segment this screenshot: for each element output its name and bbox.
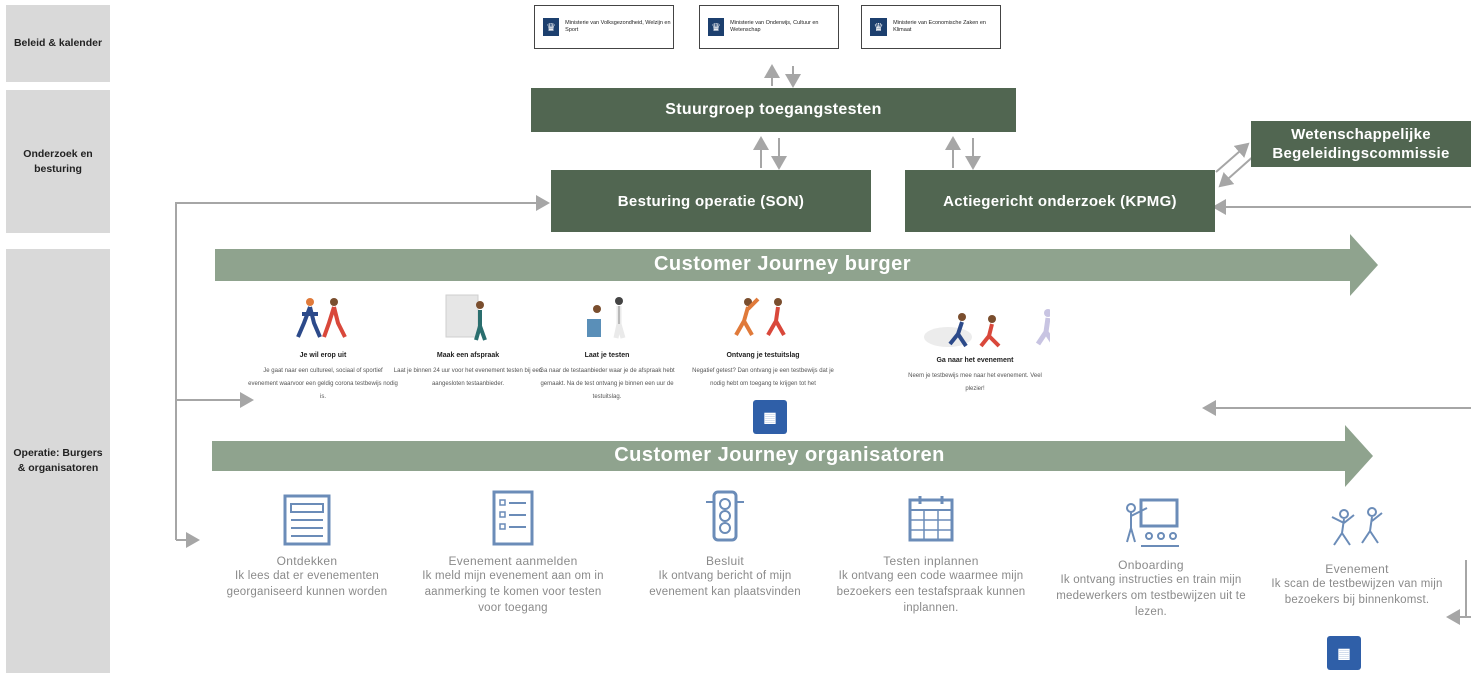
calendar-icon bbox=[836, 484, 1026, 548]
citizen-step: Ga naar het evenement Neem je testbewijs… bbox=[900, 305, 1050, 396]
org-step-title: Onboarding bbox=[1118, 558, 1184, 572]
org-step-title: Evenement bbox=[1325, 562, 1389, 576]
step-title: Je wil erop uit bbox=[299, 352, 347, 359]
step-title: Ontvang je testuitslag bbox=[726, 352, 800, 359]
citizen-step: Maak een afspraak Laat je binnen 24 uur … bbox=[393, 292, 543, 391]
son-box: Besturing operatie (SON) bbox=[551, 170, 871, 232]
org-step-desc: Ik scan de testbewijzen van mijn bezoeke… bbox=[1271, 578, 1443, 606]
ministry-name: Ministerie van Volksgezondheid, Welzijn … bbox=[565, 20, 671, 33]
ministry-vws: ♛ Ministerie van Volksgezondheid, Welzij… bbox=[534, 5, 674, 49]
ministry-name: Ministerie van Onderwijs, Cultuur en Wet… bbox=[730, 20, 819, 33]
ministry-name: Ministerie van Economische Zaken en Klim… bbox=[893, 20, 986, 33]
qr-code-icon: ▦ bbox=[1327, 636, 1361, 670]
organiser-step: Evenement aanmelden Ik meld mijn eveneme… bbox=[418, 484, 608, 616]
journey-burger-band bbox=[215, 234, 1378, 296]
step-desc: Laat je binnen 24 uur voor het evenement… bbox=[393, 368, 543, 387]
lane-operatie: Operatie: Burgers & organisatoren bbox=[6, 249, 110, 673]
journey-organisatoren-band bbox=[212, 425, 1373, 487]
org-step-title: Testen inplannen bbox=[883, 554, 979, 568]
lane-beleid: Beleid & kalender bbox=[6, 5, 110, 82]
step-desc: Ga naar de testaanbieder waar je de afsp… bbox=[539, 368, 675, 400]
checklist-icon bbox=[418, 484, 608, 548]
ministry-ocw: ♛ Ministerie van Onderwijs, Cultuur en W… bbox=[699, 5, 839, 49]
org-step-title: Besluit bbox=[705, 554, 745, 568]
org-step-desc: Ik ontvang instructies en train mijn med… bbox=[1056, 574, 1246, 618]
stuurgroep-box: Stuurgroep toegangstesten bbox=[531, 88, 1016, 132]
organiser-step: Onboarding Ik ontvang instructies en tra… bbox=[1056, 488, 1246, 620]
org-step-title: Evenement aanmelden bbox=[448, 554, 578, 568]
citizen-step: Je wil erop uit Je gaat naar een culture… bbox=[248, 292, 398, 404]
org-step-desc: Ik ontvang bericht of mijn evenement kan… bbox=[649, 570, 801, 598]
organiser-step: Ontdekken Ik lees dat er evenementen geo… bbox=[212, 484, 402, 600]
appointment-icon bbox=[393, 292, 543, 344]
training-icon bbox=[1056, 488, 1246, 552]
qr-code-icon: ▦ bbox=[753, 400, 787, 434]
step-desc: Je gaat naar een cultureel, sociaal of s… bbox=[248, 368, 398, 400]
dancing-people-icon bbox=[900, 305, 1050, 357]
step-title: Maak een afspraak bbox=[436, 352, 500, 359]
org-step-desc: Ik meld mijn evenement aan om in aanmerk… bbox=[422, 570, 604, 614]
org-step-desc: Ik ontvang een code waarmee mijn bezoeke… bbox=[836, 570, 1026, 614]
journey-organisatoren-title: Customer Journey organisatoren bbox=[614, 444, 945, 466]
step-desc: Neem je testbewijs mee naar het evenemen… bbox=[908, 373, 1042, 392]
kpmg-box: Actiegericht onderzoek (KPMG) bbox=[905, 170, 1215, 232]
celebrating-people-icon bbox=[688, 292, 838, 344]
wbc-box: Wetenschappelijke Begeleidingscommissie bbox=[1251, 121, 1471, 167]
journey-burger-title: Customer Journey burger bbox=[653, 253, 912, 275]
rijksoverheid-crest-icon: ♛ bbox=[708, 18, 725, 36]
step-title: Ga naar het evenement bbox=[936, 357, 1014, 364]
organiser-step: Testen inplannen Ik ontvang een code waa… bbox=[836, 484, 1026, 616]
step-desc: Negatief getest? Dan ontvang je een test… bbox=[692, 368, 834, 387]
org-step-title: Ontdekken bbox=[276, 554, 338, 568]
org-step-desc: Ik lees dat er evenementen georganiseerd… bbox=[226, 570, 388, 598]
organiser-step: Besluit Ik ontvang bericht of mijn evene… bbox=[630, 484, 820, 600]
people-walking-icon bbox=[248, 292, 398, 344]
ministry-ezk: ♛ Ministerie van Economische Zaken en Kl… bbox=[861, 5, 1001, 49]
lane-onderzoek: Onderzoek en besturing bbox=[6, 90, 110, 233]
dancing-people-icon bbox=[1262, 480, 1452, 556]
rijksoverheid-crest-icon: ♛ bbox=[543, 18, 560, 36]
newspaper-icon bbox=[212, 484, 402, 548]
citizen-step: Ontvang je testuitslag Negatief getest? … bbox=[688, 292, 838, 391]
step-title: Laat je testen bbox=[584, 352, 630, 359]
citizen-step: Laat je testen Ga naar de testaanbieder … bbox=[532, 292, 682, 404]
rijksoverheid-crest-icon: ♛ bbox=[870, 18, 888, 36]
testing-icon bbox=[532, 292, 682, 344]
organiser-step: Evenement Ik scan de testbewijzen van mi… bbox=[1262, 480, 1452, 608]
traffic-light-icon bbox=[630, 484, 820, 548]
